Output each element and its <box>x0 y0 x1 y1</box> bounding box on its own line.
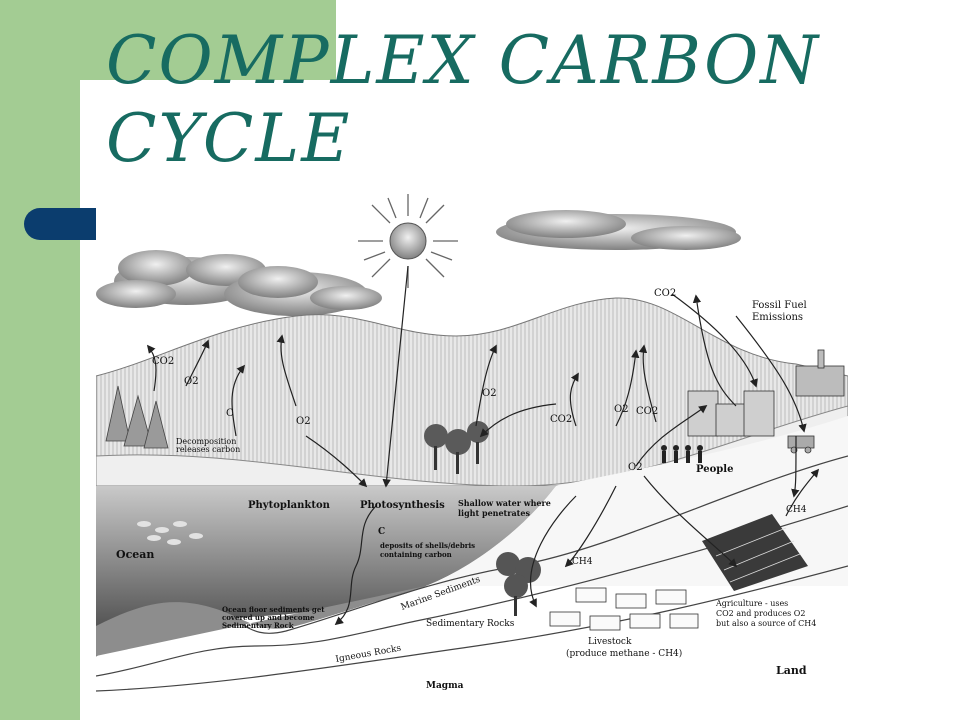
cloud-middle-icon <box>224 266 382 316</box>
label-emissions: Emissions <box>752 312 803 323</box>
decorative-pill <box>24 208 96 240</box>
label-people: People <box>696 464 733 475</box>
label-c-left: C <box>226 408 234 419</box>
label-o2-mid: O2 <box>296 416 311 427</box>
label-livestock-2: (produce methane - CH4) <box>566 648 682 659</box>
cloud-right-icon <box>496 210 741 250</box>
label-co2-top: CO2 <box>654 288 676 299</box>
label-seafloor-1: Ocean floor sediments get <box>222 605 325 614</box>
fish-school-icon <box>137 521 203 545</box>
city-buildings-icon <box>687 390 775 437</box>
label-o2-hill: O2 <box>482 388 497 399</box>
label-co2-center: CO2 <box>550 414 572 425</box>
forest-left-icon <box>105 385 169 449</box>
label-land: Land <box>776 664 807 677</box>
label-ocean: Ocean <box>116 548 154 561</box>
label-decomposition-2: releases carbon <box>176 445 240 454</box>
label-shallow-2: light penetrates <box>458 508 530 518</box>
flow-arrows <box>146 265 820 626</box>
label-c-ocean: C <box>378 527 385 537</box>
people-icon <box>661 445 703 463</box>
crop-field-icon <box>702 514 808 591</box>
label-o2-right: O2 <box>614 404 629 415</box>
label-agriculture-1: Agriculture - uses <box>715 599 788 608</box>
label-livestock-1: Livestock <box>588 637 632 647</box>
label-seafloor-2: covered up and become <box>222 613 315 622</box>
label-co2-right: CO2 <box>636 406 658 417</box>
label-seafloor-3: Sedimentary Rock <box>222 621 294 630</box>
label-o2-people: O2 <box>628 462 643 473</box>
label-co2-left: CO2 <box>152 356 174 367</box>
label-phytoplankton: Phytoplankton <box>248 500 331 511</box>
carbon-cycle-diagram: CO2 Fossil Fuel Emissions CO2 O2 C O2 O2… <box>96 186 848 696</box>
trees-middle-icon <box>424 421 489 474</box>
top-green-band <box>80 0 336 80</box>
sun-icon <box>358 194 458 288</box>
label-sedimentary-rocks: Sedimentary Rocks <box>426 619 515 629</box>
label-o2-left: O2 <box>184 376 199 387</box>
livestock-icon <box>549 587 699 631</box>
left-green-band <box>0 0 80 720</box>
label-agriculture-2: CO2 and produces O2 <box>716 609 805 618</box>
label-magma: Magma <box>426 681 464 691</box>
factory-icon <box>795 349 845 397</box>
label-ch4-right: CH4 <box>786 505 807 515</box>
slide-title: COMPLEX CARBON CYCLE <box>106 22 821 177</box>
label-fossil-fuel: Fossil Fuel <box>752 300 807 311</box>
label-agriculture-3: but also a source of CH4 <box>716 619 816 628</box>
label-photosynthesis: Photosynthesis <box>360 500 445 511</box>
label-deposits-1: deposits of shells/debris <box>380 541 475 550</box>
ocean-body <box>96 486 556 626</box>
label-shallow-1: Shallow water where <box>458 498 551 508</box>
trees-lower-icon <box>496 552 541 616</box>
seafloor-mounds <box>96 586 426 656</box>
label-ch4-land: CH4 <box>572 557 593 567</box>
label-deposits-2: containing carbon <box>380 550 452 559</box>
label-decomposition-1: Decomposition <box>176 437 236 446</box>
